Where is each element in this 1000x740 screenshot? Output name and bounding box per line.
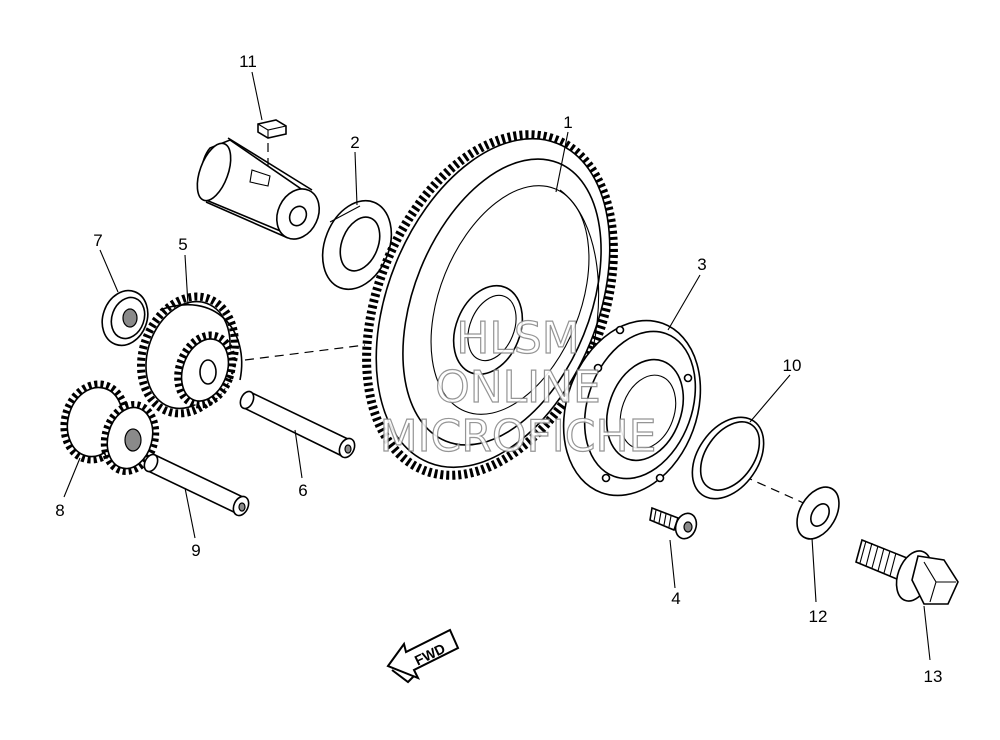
callout-1: 1 [563, 113, 572, 132]
part-4-screw [649, 506, 698, 540]
part-6-pin [239, 390, 356, 459]
shaft [196, 137, 320, 240]
callout-10: 10 [783, 356, 802, 375]
callout-6: 6 [298, 481, 307, 500]
part-12-washer [796, 486, 840, 540]
part-13-bolt [855, 538, 959, 605]
fwd-arrow-icon: FWD [386, 628, 460, 684]
fwd-label: FWD [412, 640, 448, 668]
part-7-bearing [101, 289, 149, 347]
leader-lines [63, 71, 931, 661]
watermark-line-2: ONLINE [435, 362, 601, 413]
callout-3: 3 [697, 255, 706, 274]
callout-9: 9 [191, 541, 200, 560]
watermark: HLSM ONLINE MICROFICHE [379, 312, 657, 462]
watermark-line-1: HLSM [456, 313, 580, 364]
callout-8: 8 [55, 501, 64, 520]
watermark-line-3: MICROFICHE [380, 411, 657, 462]
callout-2: 2 [350, 133, 359, 152]
part-2-washer [321, 199, 393, 291]
callout-11: 11 [239, 52, 257, 71]
callout-labels: 1 2 3 4 5 6 7 8 9 10 11 12 13 [55, 52, 942, 686]
callout-5: 5 [178, 235, 187, 254]
part-5-idler-gear [136, 292, 243, 418]
part-3-starter-clutch [562, 319, 702, 497]
part-10-washer [691, 416, 765, 500]
callout-13: 13 [924, 667, 943, 686]
part-9-pin [143, 453, 250, 517]
callout-4: 4 [671, 589, 680, 608]
part-8-double-gear [60, 380, 160, 475]
part-11-key [257, 119, 287, 139]
callout-12: 12 [809, 607, 828, 626]
callout-7: 7 [93, 231, 102, 250]
